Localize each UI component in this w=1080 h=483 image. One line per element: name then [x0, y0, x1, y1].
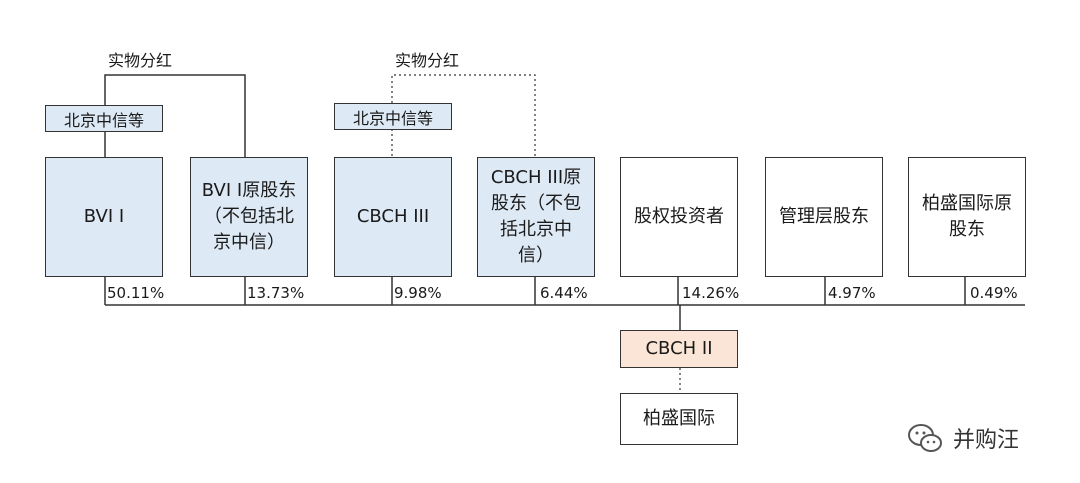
group-label: 北京中信等	[45, 105, 163, 132]
dividend-label: 实物分红	[108, 51, 173, 70]
dividend-label: 实物分红	[395, 51, 460, 70]
shareholder-drop-lines	[104, 275, 966, 305]
dividend-bracket-left	[104, 74, 246, 157]
shareholder-box: 股权投资者	[620, 157, 738, 277]
shareholder-box: 柏盛国际原 股东	[908, 157, 1026, 277]
share-percent: 50.11%	[107, 284, 165, 302]
share-percent: 6.44%	[540, 284, 588, 302]
share-percent: 13.73%	[247, 284, 305, 302]
wechat-logo-icon	[908, 424, 942, 452]
share-percent: 4.97%	[828, 284, 876, 302]
share-percent: 9.98%	[394, 284, 442, 302]
shareholder-box: CBCH III	[334, 157, 452, 277]
dividend-bracket-right	[391, 74, 536, 157]
shareholder-box: BVI I	[45, 157, 163, 277]
share-percent: 0.49%	[970, 284, 1018, 302]
shareholder-box: BVI I原股东 （不包括北 京中信）	[190, 157, 308, 277]
watermark-text: 并购汪	[953, 428, 1020, 453]
holding-company-box: CBCH II	[620, 330, 738, 368]
group-label: 北京中信等	[334, 103, 452, 130]
shareholder-box: 管理层股东	[765, 157, 883, 277]
shareholder-box: CBCH III原 股东（不包 括北京中 信）	[477, 157, 595, 277]
target-company-box: 柏盛国际	[620, 393, 738, 445]
watermark: 并购汪	[905, 418, 1019, 458]
share-percent: 14.26%	[682, 284, 740, 302]
